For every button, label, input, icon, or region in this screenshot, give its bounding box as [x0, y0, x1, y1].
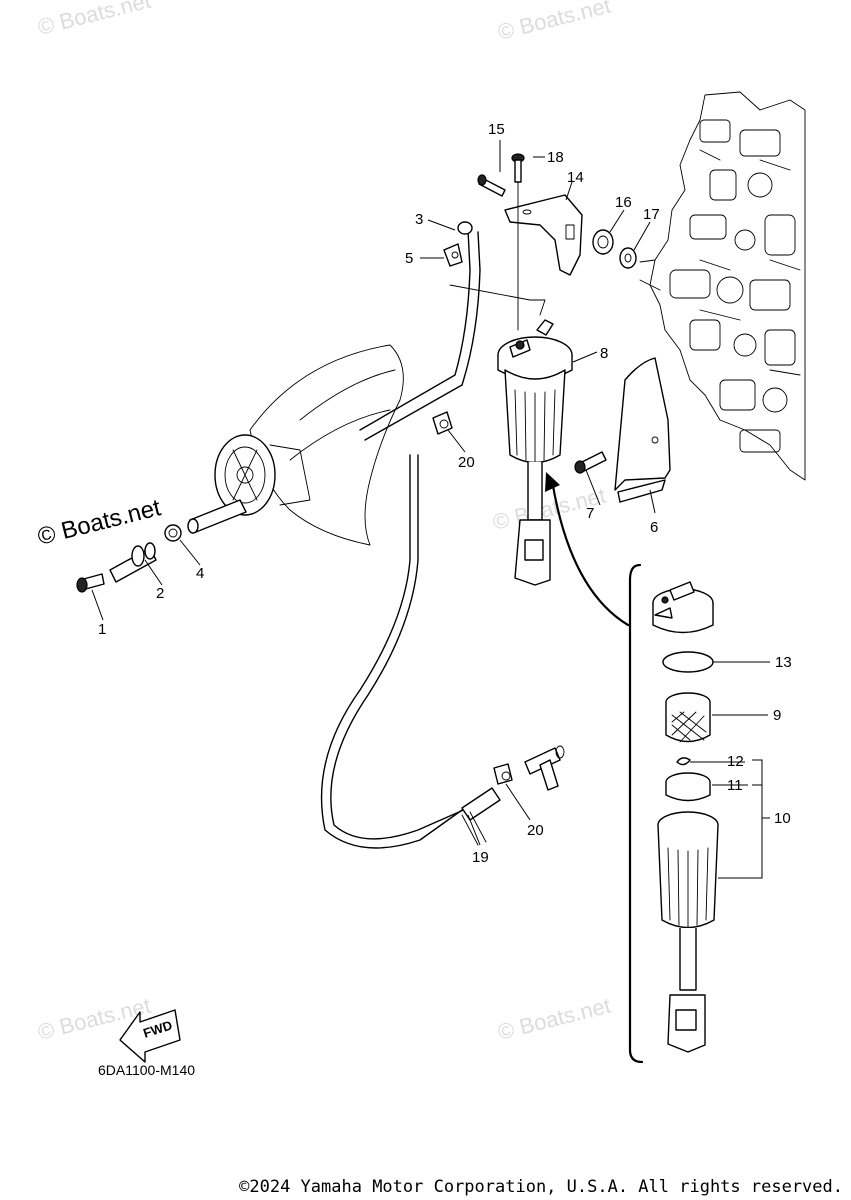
svg-text:© Boats.net: © Boats.net	[35, 0, 153, 40]
fuel-filter-8	[497, 319, 573, 586]
svg-text:© Boats.net: © Boats.net	[495, 0, 613, 45]
callout-14: 14	[567, 169, 584, 186]
callout-9: 9	[773, 707, 781, 724]
callout-8: 8	[600, 345, 608, 362]
detail-arrow	[550, 478, 630, 627]
watermark-main: © Boats.net	[35, 494, 164, 551]
callout-1: 1	[98, 621, 106, 638]
t-joint	[524, 745, 565, 791]
callout-15: 15	[488, 121, 505, 138]
clip-4	[164, 524, 182, 542]
detail-arrow-head	[545, 472, 560, 492]
svg-text:© Boats.net: © Boats.net	[35, 494, 164, 551]
watermark-top-right: © Boats.net	[495, 0, 613, 45]
callout-17: 17	[643, 206, 660, 223]
callout-6: 6	[650, 519, 658, 536]
bolt-7	[574, 451, 607, 474]
float-11	[665, 772, 711, 802]
clip-20-upper	[432, 411, 453, 435]
engine-block-outline	[639, 91, 806, 481]
callout-10: 10	[774, 810, 791, 827]
callout-7: 7	[586, 505, 594, 522]
callout-20-upper: 20	[458, 454, 475, 471]
fuel-hose-upper	[359, 229, 481, 441]
bolt-15	[477, 174, 506, 197]
clip-20-lower	[493, 763, 513, 785]
grommet-16	[592, 229, 614, 255]
bracket-14	[504, 194, 583, 276]
callout-12: 12	[727, 753, 744, 770]
snap-ring-12	[676, 757, 691, 766]
bolt-1	[76, 573, 105, 593]
fwd-direction-arrow: FWD	[119, 1009, 181, 1063]
leader-lines	[91, 140, 770, 879]
callout-18: 18	[547, 149, 564, 166]
svg-text:© Boats.net: © Boats.net	[495, 993, 613, 1045]
hose-fitting-3	[457, 221, 473, 235]
callout-2: 2	[156, 585, 164, 602]
callout-4: 4	[196, 565, 204, 582]
diagram-code: 6DA1100-M140	[98, 1062, 195, 1078]
callout-labels: 15 18 14 3 5 16 17 8 20 7 6 4 2 1 13 9 1…	[98, 121, 792, 866]
callout-16: 16	[615, 194, 632, 211]
bolt-18	[511, 153, 525, 201]
element-9	[665, 692, 711, 743]
pipe-and-fittings-left	[76, 499, 247, 593]
watermark-bottom-right: © Boats.net	[495, 993, 613, 1045]
o-ring-13	[662, 651, 714, 673]
callout-19: 19	[472, 849, 489, 866]
fitting-2	[109, 542, 157, 583]
fuel-hose-19	[320, 454, 501, 849]
detail-bracket	[628, 563, 644, 1064]
watermark-top-left: © Boats.net	[35, 0, 153, 40]
callout-13: 13	[775, 654, 792, 671]
filter-cup-detail	[657, 811, 719, 1053]
vapor-separator-housing	[214, 344, 404, 546]
assembly-guide-line	[449, 199, 546, 331]
callout-20-lower: 20	[527, 822, 544, 839]
filter-cap-detail	[652, 581, 714, 634]
copyright-footer: ©2024 Yamaha Motor Corporation, U.S.A. A…	[239, 1177, 843, 1197]
callout-5: 5	[405, 250, 413, 267]
callout-11: 11	[727, 777, 743, 794]
clip-5	[443, 243, 463, 267]
cover-6	[614, 357, 671, 503]
collar-17	[619, 247, 637, 269]
callout-3: 3	[415, 211, 423, 228]
